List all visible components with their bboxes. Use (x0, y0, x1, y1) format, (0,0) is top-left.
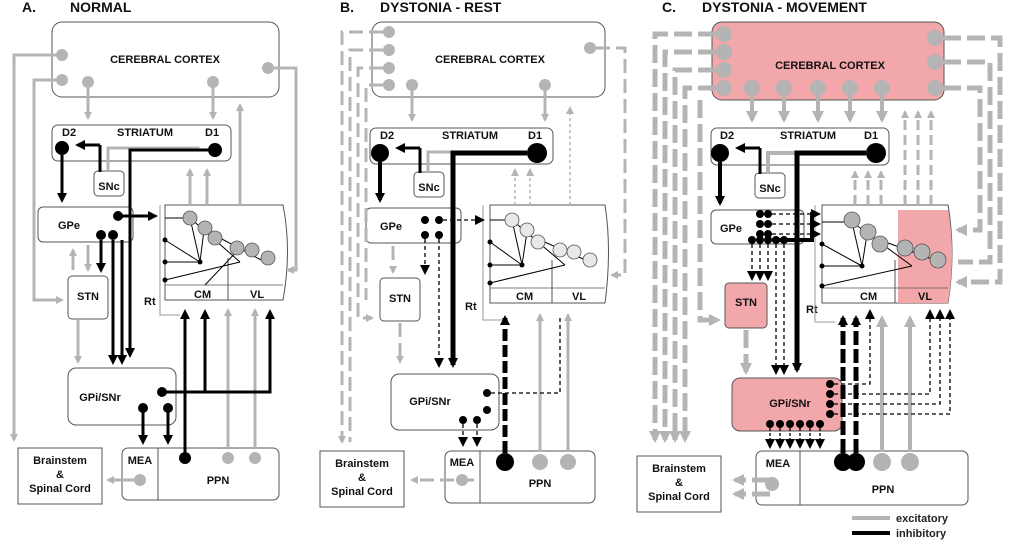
panel-a-inhibitory-paths (55, 140, 275, 464)
gpi-box (390, 373, 500, 431)
brainstem-label-2: & (358, 472, 366, 484)
panel-a-excitatory-paths (10, 49, 298, 486)
stn-box (724, 282, 768, 329)
d1-label: D1 (528, 130, 542, 142)
mea-label: MEA (450, 457, 475, 469)
d2-label: D2 (62, 127, 76, 139)
rt-label: Rt (144, 296, 156, 308)
vl-label: VL (250, 289, 264, 301)
panel-c-inhibitory-paths (711, 143, 955, 471)
vl-label: VL (572, 291, 586, 303)
ppn-label: PPN (872, 484, 895, 496)
cortex-label: CEREBRAL CORTEX (435, 54, 545, 66)
panel-b-letter: B. (340, 0, 354, 15)
gpe-label: GPe (58, 220, 80, 232)
rt-label: Rt (806, 304, 818, 316)
snc-label: SNc (759, 183, 780, 195)
stn-label: STN (389, 293, 411, 305)
stn-label: STN (735, 297, 757, 309)
panel-a-title: A. NORMAL (22, 0, 132, 15)
gpe-label: GPe (380, 221, 402, 233)
d2-label: D2 (720, 130, 734, 142)
gpi-label: GPi/SNr (769, 398, 811, 410)
panel-a: CEREBRAL CORTEX STRIATUM D2 D1 SNc GPe S… (10, 21, 298, 505)
striatum-label: STRIATUM (117, 127, 173, 139)
brainstem-label-2: & (675, 477, 683, 489)
legend-excitatory-label: excitatory (896, 513, 949, 525)
thalamus-box (164, 204, 288, 301)
vl-label: VL (918, 291, 932, 303)
gpi-box (67, 367, 177, 426)
gpe-label: GPe (720, 223, 742, 235)
gpi-label: GPi/SNr (79, 392, 121, 404)
brainstem-label-1: Brainstem (33, 455, 87, 467)
brainstem-label-2: & (56, 469, 64, 481)
panel-a-heading: NORMAL (70, 0, 132, 15)
panel-c: CEREBRAL CORTEX STRIATUM D2 D1 SNc GPe S… (636, 21, 1003, 513)
snc-label: SNc (418, 182, 439, 194)
striatum-box (710, 127, 890, 166)
cm-label: CM (194, 289, 211, 301)
brainstem-label-1: Brainstem (335, 458, 389, 470)
d1-label: D1 (864, 130, 878, 142)
striatum-box (51, 124, 232, 162)
cortex-label: CEREBRAL CORTEX (775, 60, 885, 72)
panel-b-thalamic-network (487, 212, 598, 286)
panel-b-inhibitory-paths (371, 143, 561, 471)
ppn-label: PPN (207, 475, 230, 487)
cm-label: CM (860, 291, 877, 303)
brainstem-label-3: Spinal Cord (648, 491, 710, 503)
brainstem-box (636, 455, 722, 513)
brainstem-box (319, 450, 405, 508)
panel-b-thalamocortical-weak (511, 106, 574, 205)
panel-b: CEREBRAL CORTEX STRIATUM D2 D1 SNc GPe S… (319, 21, 627, 508)
snc-label: SNc (98, 181, 119, 193)
stn-box (67, 275, 109, 320)
panel-c-heading: DYSTONIA - MOVEMENT (702, 0, 867, 15)
ppn-label: PPN (529, 478, 552, 490)
brainstem-box (17, 447, 103, 505)
gpi-label: GPi/SNr (409, 396, 451, 408)
brainstem-label-3: Spinal Cord (29, 483, 91, 495)
panel-c-thalamocortical-strong (851, 110, 935, 205)
mea-label: MEA (128, 455, 153, 467)
stn-label: STN (77, 291, 99, 303)
mea-label: MEA (766, 458, 791, 470)
cortex-label: CEREBRAL CORTEX (110, 54, 220, 66)
striatum-label: STRIATUM (780, 130, 836, 142)
legend: excitatory inhibitory (852, 513, 949, 540)
mea-ppn-box (444, 450, 596, 504)
panel-c-letter: C. (662, 0, 676, 15)
panel-c-title: C. DYSTONIA - MOVEMENT (662, 0, 867, 15)
panel-a-letter: A. (22, 0, 36, 15)
striatum-label: STRIATUM (442, 130, 498, 142)
rt-label: Rt (465, 301, 477, 313)
brainstem-label-3: Spinal Cord (331, 486, 393, 498)
d1-label: D1 (205, 127, 219, 139)
panel-a-thalamic-network (162, 210, 276, 286)
cortex-box (371, 21, 606, 98)
brainstem-label-1: Brainstem (652, 463, 706, 475)
mea-ppn-box (121, 447, 280, 501)
panel-b-heading: DYSTONIA - REST (380, 0, 502, 15)
panel-c-thalamic-network (819, 211, 947, 289)
stn-box (379, 277, 421, 322)
legend-inhibitory-label: inhibitory (896, 528, 947, 540)
panel-b-title: B. DYSTONIA - REST (340, 0, 502, 15)
cm-label: CM (516, 291, 533, 303)
d2-label: D2 (380, 130, 394, 142)
cortex-box (51, 21, 280, 98)
panel-c-excitatory-paths (649, 26, 1003, 500)
